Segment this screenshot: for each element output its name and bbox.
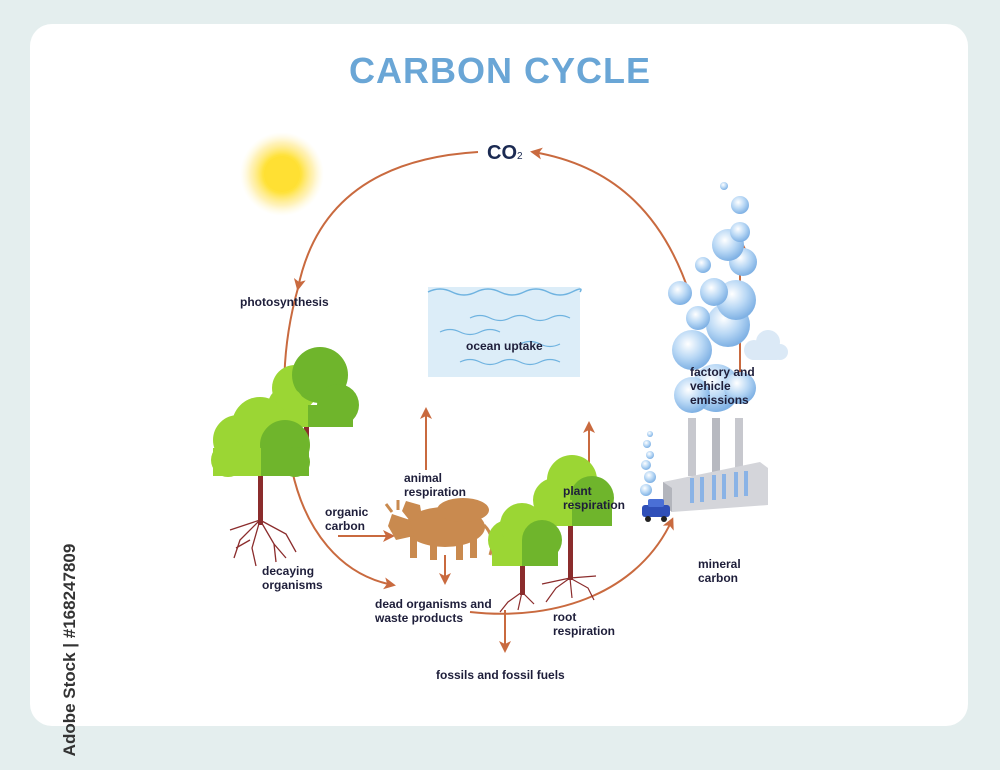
root-respiration-line-1: root [553,610,577,624]
plant-respiration-label: plant respiration [563,484,625,512]
mineral-carbon-label: mineral carbon [698,557,741,585]
factory-icon [663,418,768,512]
tree-back-left-icon [268,347,359,460]
photosynthesis-label: photosynthesis [240,295,329,309]
dead-organisms-line-2: waste products [375,611,464,625]
stock-watermark: Adobe Stock | #168247809 [60,543,79,757]
plant-respiration-line-1: plant [563,484,592,498]
co2-main: CO [487,142,517,164]
factory-smoke-bubbles [668,182,757,413]
mineral-carbon-line-2: carbon [698,571,739,585]
animal-respiration-line-1: animal [404,471,443,485]
ocean-uptake-label: ocean uptake [466,339,543,353]
car-exhaust-bubbles [640,431,656,496]
organic-carbon-line-2: carbon [325,519,366,533]
sun-icon [240,132,324,216]
carbon-cycle-diagram [211,132,788,653]
page-title: CARBON CYCLE [348,50,651,91]
soil-to-factory-arrow [469,517,674,615]
tree-roots-left [229,519,297,567]
factory-emissions-line-2: vehicle [690,379,731,393]
factory-emissions-line-1: factory and [690,365,755,379]
factory-emissions-line-3: emissions [690,393,749,407]
factory-emissions-label: factory and vehicle emissions [690,365,755,407]
organic-carbon-line-1: organic [325,505,369,519]
fossils-label: fossils and fossil fuels [436,668,565,682]
dead-organisms-label: dead organisms and waste products [375,597,492,625]
plant-respiration-line-2: respiration [563,498,626,512]
emissions-to-co2-arrow [530,147,691,296]
decaying-organisms-label: decaying organisms [262,564,323,592]
animal-icon [384,498,494,560]
tree-middle-back-icon [533,455,614,580]
root-respiration-label: root respiration [553,610,615,638]
car-icon [642,499,670,522]
co2-subscript: 2 [517,151,523,162]
co2-to-photosynthesis-arrow [293,151,479,291]
animal-respiration-label: animal respiration [404,471,466,499]
ocean-box [427,287,582,377]
decaying-organisms-line-1: decaying [262,564,315,578]
tree-roots-middle [499,575,597,613]
decaying-organisms-line-2: organisms [262,578,323,592]
mineral-carbon-line-1: mineral [698,557,741,571]
organic-carbon-label: organic carbon [325,505,368,533]
root-respiration-line-2: respiration [553,624,616,638]
tree-front-left-icon [211,397,310,525]
animal-respiration-line-2: respiration [404,485,467,499]
cloud-icon [744,330,788,360]
tree-middle-front-icon [488,503,562,595]
co2-label: CO2 [487,142,523,165]
dead-organisms-line-1: dead organisms and [375,597,492,611]
